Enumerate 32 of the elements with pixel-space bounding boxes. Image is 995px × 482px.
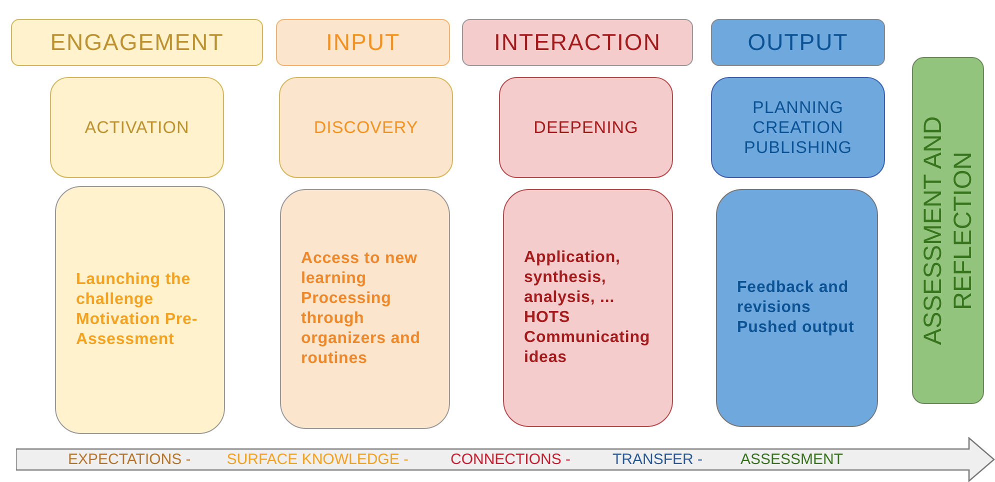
- stage-label: TRANSFER -: [612, 451, 702, 468]
- stage-title: ENGAGEMENT: [50, 29, 224, 56]
- stage-label: EXPECTATIONS -: [68, 451, 191, 468]
- stage-box: [499, 77, 673, 178]
- activity-text: Feedback and revisions Pushed output: [737, 278, 856, 338]
- stage-title: INPUT: [326, 29, 400, 56]
- activity-text: Access to new learning Processing through organizers and routines: [301, 249, 422, 369]
- phase-heading: [462, 19, 693, 66]
- activity-card: [55, 186, 225, 434]
- stage-title: PLANNING CREATION PUBLISHING: [743, 98, 853, 158]
- progress-arrow: [16, 437, 995, 482]
- stage-title: INTERACTION: [494, 29, 661, 56]
- activity-card: [280, 189, 450, 429]
- stage-label: ASSESSMENT: [740, 451, 844, 468]
- phase-heading: [711, 19, 885, 66]
- phase-heading: [276, 19, 450, 66]
- activity-card: [503, 189, 673, 427]
- phase-heading: [11, 19, 263, 66]
- stage-title: OUTPUT: [748, 29, 848, 56]
- stage-label: CONNECTIONS -: [450, 451, 570, 468]
- stage-box: [279, 77, 453, 178]
- stage-title: ASSESSMENT AND REFLECTION: [918, 115, 978, 347]
- stage-title: ACTIVATION: [84, 118, 190, 138]
- activity-card: [716, 189, 878, 427]
- activity-text: Launching the challenge Motivation Pre-Assessment: [76, 270, 199, 350]
- stage-box: [711, 77, 885, 178]
- stage-title: DEEPENING: [534, 118, 638, 138]
- stage-label: SURFACE KNOWLEDGE -: [226, 451, 408, 468]
- stage-box: [50, 77, 224, 178]
- stage-title: DISCOVERY: [314, 118, 418, 138]
- assessment-bar: [912, 57, 984, 404]
- activity-text: Application, synthesis, analysis, ... HOTS Communicating ideas: [524, 248, 652, 368]
